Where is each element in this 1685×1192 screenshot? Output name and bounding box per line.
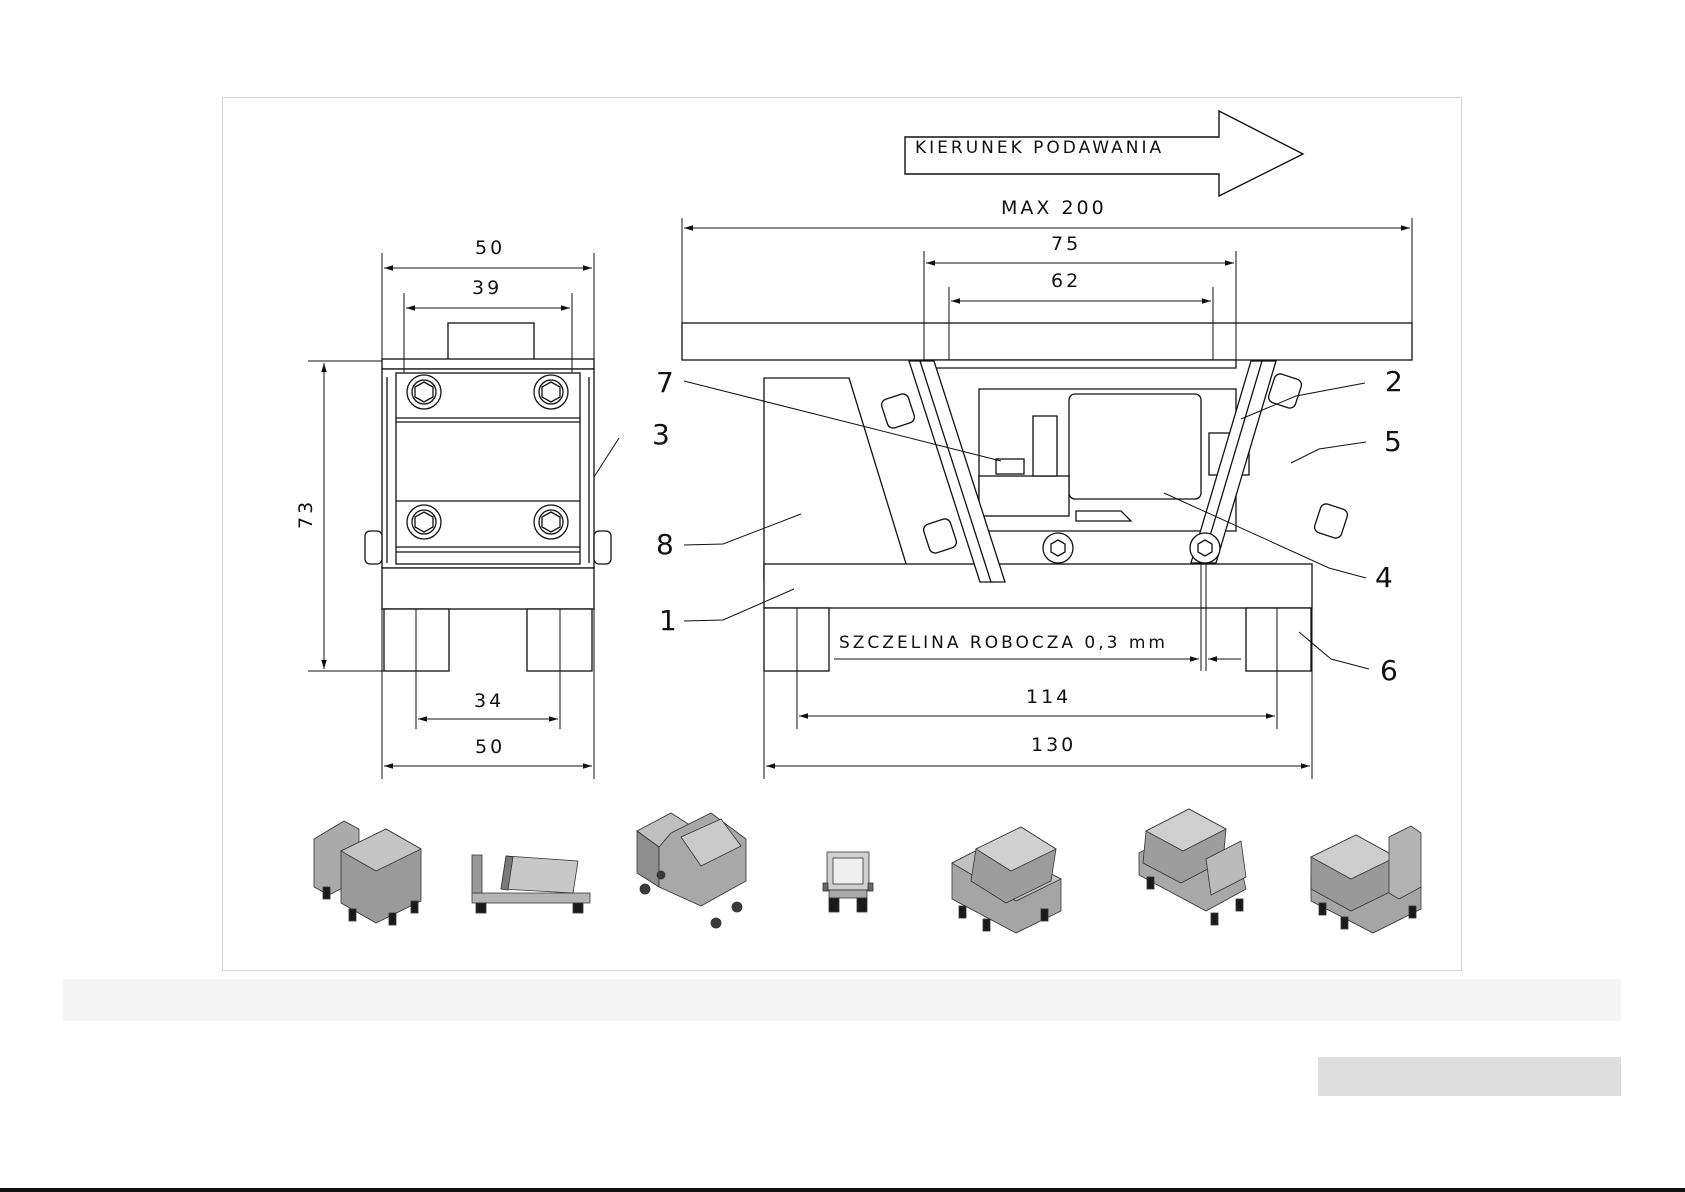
dim-side-feet: 114 xyxy=(1026,686,1071,708)
label-5: 5 xyxy=(1384,425,1402,458)
bolt-icon xyxy=(534,505,568,539)
iso-view-4 xyxy=(823,852,873,912)
drawing-frame: KIERUNEK PODAWANIA xyxy=(222,97,1462,971)
iso-view-2 xyxy=(472,855,590,913)
direction-label: KIERUNEK PODAWANIA xyxy=(915,138,1164,158)
dim-75: 75 xyxy=(1051,233,1081,255)
iso-view-7 xyxy=(1311,826,1421,933)
action-button[interactable] xyxy=(1318,1057,1621,1096)
dim-side-bottom: 130 xyxy=(1031,734,1076,756)
technical-drawing: KIERUNEK PODAWANIA xyxy=(223,98,1463,972)
label-2: 2 xyxy=(1385,365,1403,398)
iso-view-6 xyxy=(1139,809,1246,925)
bolt-icon xyxy=(1043,533,1073,563)
label-6: 6 xyxy=(1380,654,1398,687)
bolt-icon xyxy=(1190,533,1220,563)
iso-view-1 xyxy=(314,821,421,925)
bolt-icon xyxy=(407,375,441,409)
label-8: 8 xyxy=(656,528,674,561)
side-view xyxy=(682,323,1412,671)
bolt-icon xyxy=(407,505,441,539)
label-3: 3 xyxy=(652,418,670,451)
dim-front-inner: 39 xyxy=(472,277,502,299)
label-1: 1 xyxy=(659,604,677,637)
dim-front-top: 50 xyxy=(475,237,505,259)
front-view xyxy=(365,323,611,671)
dim-gap: SZCZELINA ROBOCZA 0,3 mm xyxy=(839,633,1168,653)
bottom-divider xyxy=(0,1188,1685,1192)
iso-view-3 xyxy=(637,813,746,928)
caption-bar xyxy=(63,979,1621,1021)
dim-front-height: 73 xyxy=(295,499,317,529)
label-7: 7 xyxy=(656,366,674,399)
iso-view-5 xyxy=(952,827,1061,933)
iso-thumbnails xyxy=(314,809,1421,933)
dim-front-feet: 34 xyxy=(474,690,504,712)
bolt-icon xyxy=(534,375,568,409)
label-4: 4 xyxy=(1375,561,1393,594)
dim-max: MAX 200 xyxy=(1001,197,1107,219)
dim-62: 62 xyxy=(1051,270,1081,292)
dim-front-bottom: 50 xyxy=(475,736,505,758)
feed-direction-arrow: KIERUNEK PODAWANIA xyxy=(905,111,1303,196)
